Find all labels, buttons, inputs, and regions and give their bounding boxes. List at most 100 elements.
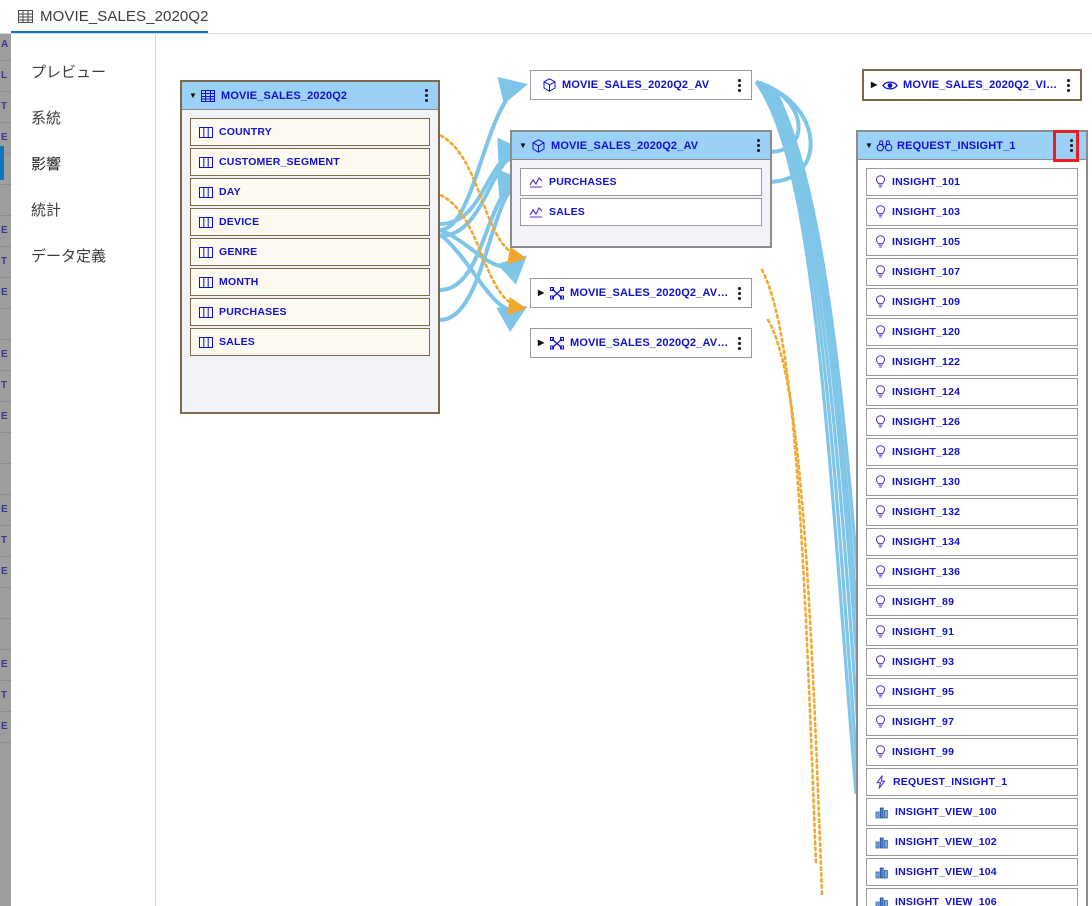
lineage-canvas[interactable]: ▼ MOVIE_SALES_2020Q2 bbox=[156, 34, 1092, 906]
chevron-right-icon[interactable]: ▶ bbox=[538, 288, 545, 297]
column-icon bbox=[199, 336, 213, 348]
column-row[interactable]: CUSTOMER_SEGMENT bbox=[190, 148, 430, 176]
list-item[interactable]: INSIGHT_89 bbox=[866, 588, 1078, 616]
sidebar-item-impact[interactable]: 影響 bbox=[0, 140, 155, 186]
column-row[interactable]: COUNTRY bbox=[190, 118, 430, 146]
more-options-icon[interactable] bbox=[418, 89, 434, 102]
lightbulb-icon bbox=[875, 355, 886, 369]
list-item-label: INSIGHT_134 bbox=[892, 536, 961, 548]
list-item[interactable]: INSIGHT_130 bbox=[866, 468, 1078, 496]
node-header[interactable]: ▶ MOVIE_SALES_2020Q2_VIEW bbox=[864, 71, 1080, 99]
background-list-row: E bbox=[0, 495, 11, 526]
list-item[interactable]: INSIGHT_107 bbox=[866, 258, 1078, 286]
column-label: PURCHASES bbox=[219, 306, 287, 318]
list-item-label: INSIGHT_99 bbox=[892, 746, 955, 758]
node-header[interactable]: ▼ REQUEST_INSIGHT_1 bbox=[858, 132, 1086, 160]
binoculars-icon bbox=[876, 139, 892, 152]
list-item[interactable]: INSIGHT_93 bbox=[866, 648, 1078, 676]
list-item-label: INSIGHT_VIEW_100 bbox=[895, 806, 997, 818]
node-header[interactable]: ▶ MOVIE_SALES_2020Q2_AV_G... bbox=[531, 329, 751, 357]
list-item[interactable]: INSIGHT_132 bbox=[866, 498, 1078, 526]
measure-row[interactable]: PURCHASES bbox=[520, 168, 762, 196]
column-row[interactable]: PURCHASES bbox=[190, 298, 430, 326]
column-row[interactable]: DEVICE bbox=[190, 208, 430, 236]
node-title: REQUEST_INSIGHT_1 bbox=[897, 139, 1016, 152]
node-header[interactable]: ▼ MOVIE_SALES_2020Q2 bbox=[182, 82, 438, 110]
tab-bar-baseline bbox=[0, 33, 1092, 34]
sidebar-item-lineage[interactable]: 系統 bbox=[11, 94, 155, 140]
list-item[interactable]: INSIGHT_122 bbox=[866, 348, 1078, 376]
column-row[interactable]: SALES bbox=[190, 328, 430, 356]
list-item[interactable]: INSIGHT_128 bbox=[866, 438, 1078, 466]
hierarchy-icon bbox=[549, 336, 565, 350]
list-item[interactable]: INSIGHT_95 bbox=[866, 678, 1078, 706]
list-item[interactable]: INSIGHT_97 bbox=[866, 708, 1078, 736]
column-label: COUNTRY bbox=[219, 126, 272, 138]
lightbulb-icon bbox=[875, 685, 886, 699]
node-movie-sales-2020q2-av-c[interactable]: ▶ MOVIE_SALES_2020Q2_AV_C... bbox=[530, 278, 752, 308]
list-item[interactable]: INSIGHT_91 bbox=[866, 618, 1078, 646]
column-icon bbox=[199, 276, 213, 288]
more-options-icon[interactable] bbox=[731, 336, 747, 350]
chevron-right-icon[interactable]: ▶ bbox=[871, 80, 878, 89]
list-item[interactable]: INSIGHT_103 bbox=[866, 198, 1078, 226]
list-item-label: INSIGHT_124 bbox=[892, 386, 961, 398]
more-options-icon[interactable] bbox=[750, 139, 766, 152]
sidebar-item-preview[interactable]: プレビュー bbox=[11, 48, 155, 94]
tab-movie-sales-2020q2[interactable]: MOVIE_SALES_2020Q2 bbox=[18, 4, 209, 29]
more-options-icon[interactable] bbox=[731, 78, 747, 92]
list-item-label: INSIGHT_126 bbox=[892, 416, 961, 428]
cube-icon bbox=[530, 138, 546, 153]
node-movie-sales-2020q2-view[interactable]: ▶ MOVIE_SALES_2020Q2_VIEW bbox=[862, 69, 1082, 101]
background-list-row: E bbox=[0, 650, 11, 681]
list-item[interactable]: INSIGHT_101 bbox=[866, 168, 1078, 196]
list-item-label: INSIGHT_95 bbox=[892, 686, 955, 698]
list-item-label: INSIGHT_89 bbox=[892, 596, 955, 608]
list-item[interactable]: INSIGHT_VIEW_102 bbox=[866, 828, 1078, 856]
more-options-icon[interactable] bbox=[1063, 139, 1079, 152]
column-icon bbox=[199, 306, 213, 318]
lightbulb-icon bbox=[875, 625, 886, 639]
lightbulb-icon bbox=[875, 445, 886, 459]
list-item[interactable]: INSIGHT_134 bbox=[866, 528, 1078, 556]
list-item-label: INSIGHT_107 bbox=[892, 266, 961, 278]
column-row[interactable]: MONTH bbox=[190, 268, 430, 296]
list-item-label: INSIGHT_91 bbox=[892, 626, 955, 638]
list-item[interactable]: INSIGHT_VIEW_106 bbox=[866, 888, 1078, 906]
more-options-icon[interactable] bbox=[731, 286, 747, 300]
list-item[interactable]: INSIGHT_VIEW_100 bbox=[866, 798, 1078, 826]
list-item[interactable]: INSIGHT_99 bbox=[866, 738, 1078, 766]
node-movie-sales-2020q2-av-g[interactable]: ▶ MOVIE_SALES_2020Q2_AV_G... bbox=[530, 328, 752, 358]
sidebar-item-statistics[interactable]: 統計 bbox=[11, 186, 155, 232]
node-header[interactable]: MOVIE_SALES_2020Q2_AV bbox=[531, 71, 751, 99]
list-item[interactable]: INSIGHT_136 bbox=[866, 558, 1078, 586]
node-movie-sales-2020q2-av[interactable]: ▼ MOVIE_SALES_2020Q2_AV PURCHASES bbox=[510, 130, 772, 248]
list-item[interactable]: INSIGHT_105 bbox=[866, 228, 1078, 256]
list-item[interactable]: INSIGHT_109 bbox=[866, 288, 1078, 316]
node-header[interactable]: ▶ MOVIE_SALES_2020Q2_AV_C... bbox=[531, 279, 751, 307]
column-label: SALES bbox=[219, 336, 256, 348]
more-options-icon[interactable] bbox=[1060, 78, 1076, 92]
measure-row[interactable]: SALES bbox=[520, 198, 762, 226]
chevron-right-icon[interactable]: ▶ bbox=[538, 338, 545, 347]
sidebar-item-label: 影響 bbox=[31, 155, 62, 173]
sidebar: プレビュー 系統 影響 統計 データ定義 bbox=[0, 34, 156, 906]
node-request-insight-1[interactable]: ▼ REQUEST_INSIGHT_1 INSIGHT_101 bbox=[856, 130, 1088, 906]
chevron-down-icon[interactable]: ▼ bbox=[865, 140, 874, 150]
list-item-label: INSIGHT_VIEW_106 bbox=[895, 896, 997, 906]
list-item[interactable]: REQUEST_INSIGHT_1 bbox=[866, 768, 1078, 796]
node-header[interactable]: ▼ MOVIE_SALES_2020Q2_AV bbox=[512, 132, 770, 160]
chevron-down-icon[interactable]: ▼ bbox=[189, 90, 198, 100]
sidebar-item-data-definition[interactable]: データ定義 bbox=[11, 232, 155, 278]
node-title: MOVIE_SALES_2020Q2_VIEW bbox=[903, 79, 1060, 91]
column-row[interactable]: DAY bbox=[190, 178, 430, 206]
list-item[interactable]: INSIGHT_120 bbox=[866, 318, 1078, 346]
list-item[interactable]: INSIGHT_126 bbox=[866, 408, 1078, 436]
node-movie-sales-2020q2-av-collapsed[interactable]: MOVIE_SALES_2020Q2_AV bbox=[530, 70, 752, 100]
list-item[interactable]: INSIGHT_VIEW_104 bbox=[866, 858, 1078, 886]
chevron-down-icon[interactable]: ▼ bbox=[519, 140, 528, 150]
lightbulb-icon bbox=[875, 295, 886, 309]
node-movie-sales-2020q2[interactable]: ▼ MOVIE_SALES_2020Q2 bbox=[180, 80, 440, 414]
list-item[interactable]: INSIGHT_124 bbox=[866, 378, 1078, 406]
column-row[interactable]: GENRE bbox=[190, 238, 430, 266]
